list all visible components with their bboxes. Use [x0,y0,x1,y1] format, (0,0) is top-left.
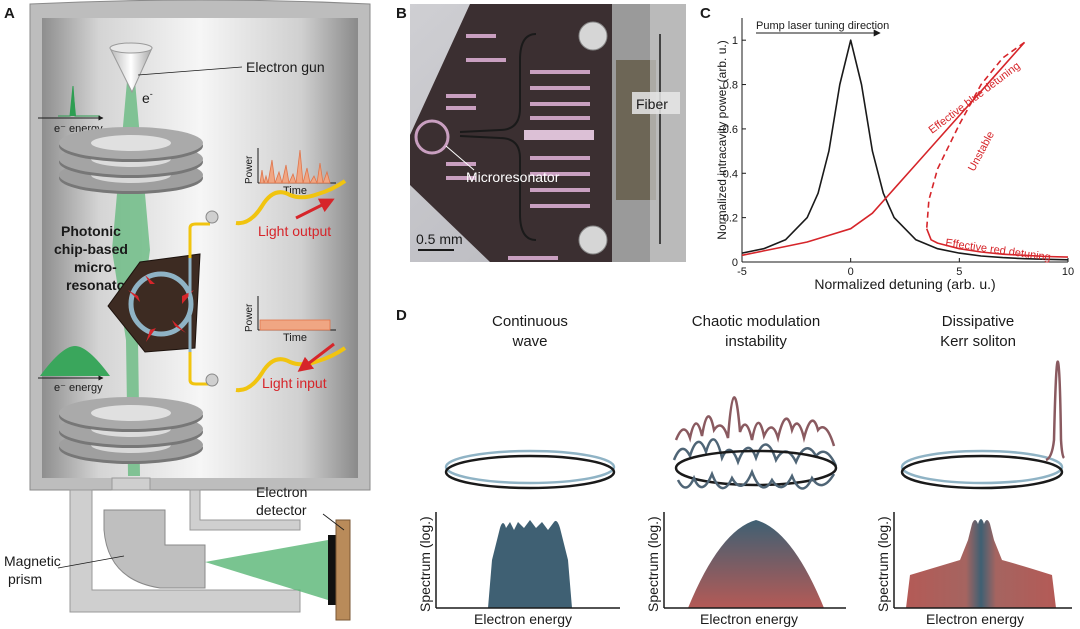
electron-detector [335,519,351,621]
d3-xlabel: Electron energy [926,611,1024,627]
panel-a: A Electron gun e- e⁻ energy Ph [4,0,371,621]
chip-structures [446,34,594,260]
d2-xlabel: Electron energy [700,611,798,627]
panel-c-letter: C [700,5,711,22]
x-axis-label: Normalized detuning (arb. u.) [814,276,995,292]
d2-spectrum [688,520,824,608]
detector-label-line2: detector [256,502,307,518]
y-tick-label: 0.4 [723,168,738,180]
electron-gun-label: Electron gun [246,59,325,75]
fiber-label: Fiber [636,96,668,112]
d1-xlabel: Electron energy [474,611,572,627]
series-line-0 [741,39,1069,261]
deflected-beam [205,540,328,600]
electron-symbol: e- [142,89,153,106]
red-detuning-label: Effective red detuning [945,237,1052,264]
x-tick-label: -5 [737,266,747,278]
blue-detuning-label: Effective blue detuning [927,60,1023,136]
light-input-inset: Power Time Light input [235,296,347,393]
time-axis-label-input: Time [283,332,307,344]
panel-b: B Microresonator Fiber 0.5 mm [396,4,686,262]
d1-spectrum [488,520,572,608]
energy-peak-narrow [70,86,76,116]
x-tick-label: 5 [956,266,962,278]
d3-ring [900,449,1064,485]
y-tick-label: 0 [732,257,738,269]
x-tick-label: 10 [1062,266,1074,278]
d1-ring [444,449,616,485]
panel-d-letter: D [396,307,407,324]
lens-lower [59,397,203,464]
y-tick-label: 0.6 [723,124,738,136]
input-power-trace [259,319,331,331]
output-power-trace [259,149,331,185]
chip-label-line3: micro- [74,259,117,275]
fiber-input [188,352,210,386]
fiber-output [188,222,210,258]
scale-label: 0.5 mm [416,231,463,247]
power-axis-label-output: Power [244,155,255,184]
energy-peak-broad [40,346,110,376]
light-output-inset: Power Time Light output [235,148,347,239]
d3-ylabel: Spectrum (log.) [875,516,891,612]
light-input-label: Light input [262,375,327,391]
d3-title-line2: Kerr soliton [940,333,1016,350]
y-tick-label: 0.8 [723,80,738,92]
chip-label-line2: chip-based [54,241,128,257]
d2-ylabel: Spectrum (log.) [645,516,661,612]
prism-housing-inner [189,489,301,531]
series-line-1 [741,41,1026,257]
panel-b-letter: B [396,5,407,22]
d1-title-line1: Continuous [492,313,568,330]
d3-soliton-pulse [1045,360,1066,462]
series-line-3 [925,228,1069,258]
chip-label-line1: Photonic [61,223,121,239]
chip-die [410,4,612,262]
x-tick-label: 0 [848,266,854,278]
power-axis-label-input: Power [244,303,255,332]
light-output-label: Light output [258,223,331,239]
d2-title-line2: instability [725,333,787,350]
d1-title-line2: wave [511,333,547,350]
d2-field-lower [672,438,838,467]
microresonator-label: Microresonator [466,169,560,185]
field-spikes [128,275,194,342]
d3-spectrum [906,519,1056,608]
y-tick-label: 1 [732,35,738,47]
prism-label-line1: Magnetic [4,553,61,569]
d1-ylabel: Spectrum (log.) [417,516,433,612]
y-axis-label: Normalized intracavity power (arb. u.) [715,40,729,239]
panel-d: D Continuous wave Spectrum (log.) Electr… [396,307,1072,627]
d2-title-line1: Chaotic modulation [692,313,820,330]
detector-label-line1: Electron [256,484,307,500]
magnetic-prism [103,509,206,589]
energy-label-bottom: e⁻ energy [54,382,103,394]
chip-label-line4: resonator [66,277,131,293]
microresonator-micrograph [414,119,450,155]
d3-title-line1: Dissipative [942,313,1015,330]
d2-ring [674,449,838,487]
unstable-label: Unstable [966,129,997,173]
panel-a-letter: A [4,5,15,22]
tuning-arrow-label: Pump laser tuning direction [756,20,889,32]
y-tick-label: 0.2 [723,213,738,225]
d2-field-upper [674,396,836,447]
lens-upper [59,127,203,194]
prism-label-line2: prism [8,571,42,587]
